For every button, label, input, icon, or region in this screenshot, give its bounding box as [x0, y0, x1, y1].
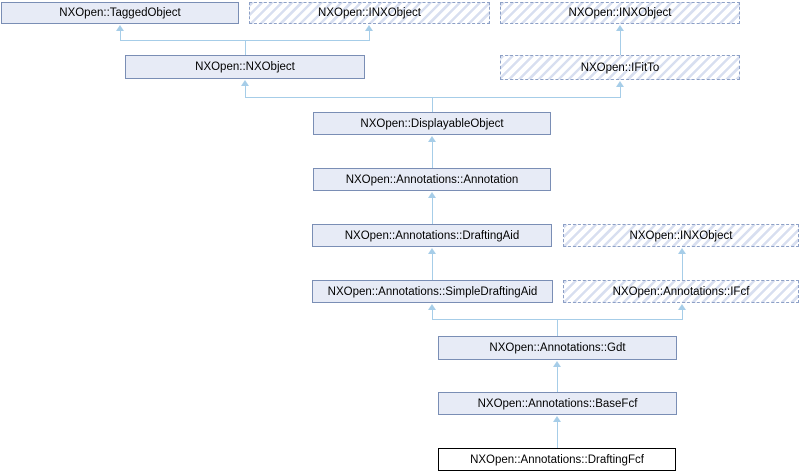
edge-segment	[245, 97, 621, 98]
class-node-draftingfcf-current: NXOpen::Annotations::DraftingFcf	[438, 448, 676, 471]
class-node-inxobject-3[interactable]: NXOpen::INXObject	[563, 224, 799, 247]
inheritance-arrowhead-icon	[553, 416, 561, 422]
class-node-displayableobject[interactable]: NXOpen::DisplayableObject	[313, 112, 551, 135]
inheritance-arrowhead-icon	[616, 25, 624, 31]
edge-segment	[620, 86, 621, 98]
class-node-basefcf[interactable]: NXOpen::Annotations::BaseFcf	[438, 392, 677, 415]
edge-segment	[557, 421, 558, 448]
edge-segment	[120, 30, 121, 41]
edge-segment	[432, 253, 433, 280]
edge-segment	[432, 309, 433, 320]
inheritance-arrowhead-icon	[116, 25, 124, 31]
edge-segment	[245, 85, 246, 98]
inheritance-arrowhead-icon	[428, 304, 436, 310]
edge-segment	[682, 253, 683, 280]
edge-segment	[432, 97, 433, 112]
class-node-inxobject-2[interactable]: NXOpen::INXObject	[500, 2, 740, 24]
inheritance-arrowhead-icon	[678, 304, 686, 310]
inheritance-arrowhead-icon	[616, 81, 624, 87]
edge-segment	[557, 319, 558, 336]
class-node-ifcf[interactable]: NXOpen::Annotations::IFcf	[563, 280, 799, 303]
inheritance-arrowhead-icon	[553, 361, 561, 367]
class-node-gdt[interactable]: NXOpen::Annotations::Gdt	[438, 336, 677, 360]
class-node-nxobject[interactable]: NXOpen::NXObject	[125, 55, 365, 79]
edge-segment	[369, 30, 370, 41]
edge-segment	[682, 309, 683, 320]
class-node-annotation[interactable]: NXOpen::Annotations::Annotation	[313, 168, 551, 191]
inheritance-arrowhead-icon	[428, 248, 436, 254]
inheritance-arrowhead-icon	[241, 80, 249, 86]
inheritance-arrowhead-icon	[428, 192, 436, 198]
edge-segment	[557, 366, 558, 392]
edge-segment	[432, 197, 433, 224]
class-node-taggedobject[interactable]: NXOpen::TaggedObject	[1, 2, 239, 24]
inheritance-arrowhead-icon	[678, 248, 686, 254]
class-node-ifitto[interactable]: NXOpen::IFitTo	[500, 55, 740, 80]
inheritance-arrowhead-icon	[365, 25, 373, 31]
inheritance-arrowhead-icon	[428, 136, 436, 142]
edge-segment	[620, 30, 621, 55]
edge-segment	[432, 141, 433, 168]
edge-segment	[245, 40, 246, 55]
class-node-inxobject-1[interactable]: NXOpen::INXObject	[249, 2, 490, 24]
class-node-draftingaid[interactable]: NXOpen::Annotations::DraftingAid	[312, 224, 552, 247]
class-node-simpledraftingaid[interactable]: NXOpen::Annotations::SimpleDraftingAid	[312, 280, 553, 303]
